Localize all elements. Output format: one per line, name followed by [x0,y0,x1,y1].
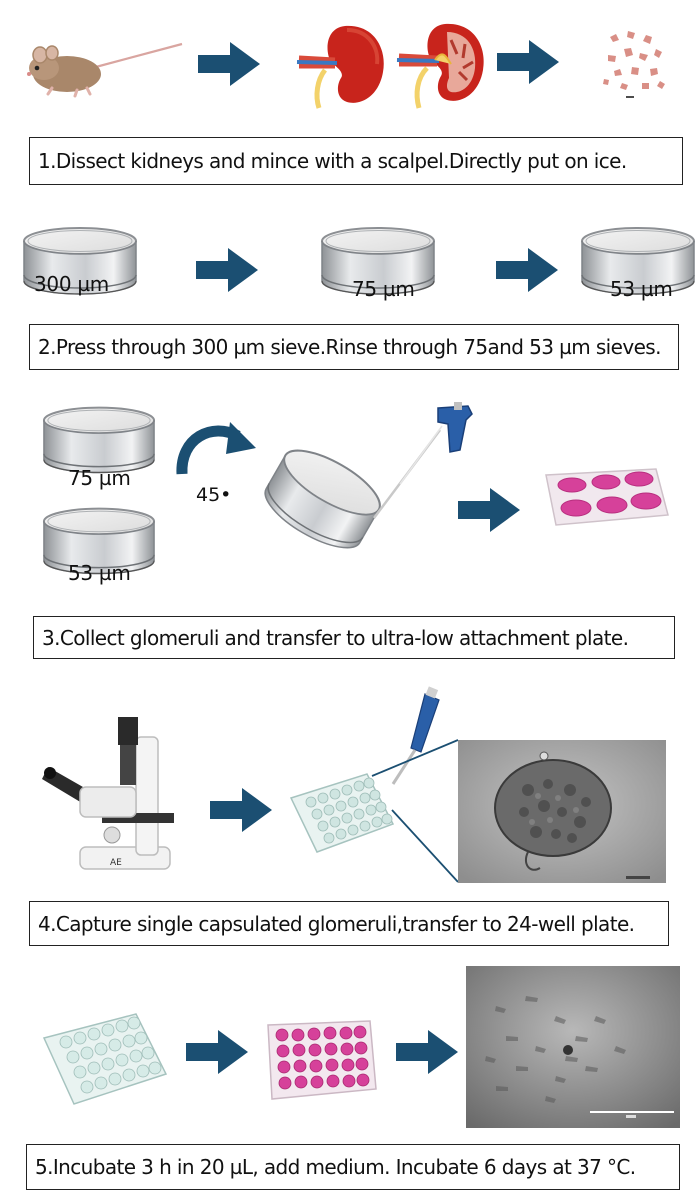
kidney-section-icon [396,23,484,109]
arrow-right-icon [186,1030,248,1074]
step-2-caption: 2.Press through 300 µm sieve.Rinse throu… [29,324,679,370]
microscope-icon: AE [42,717,174,870]
well-plate-24-icon [289,773,395,853]
step-4-caption: 4.Capture single capsulated glomeruli,tr… [29,901,669,946]
step-3-caption: 3.Collect glomeruli and transfer to ultr… [33,616,675,659]
sieve-label-300: 300 µm [34,272,109,296]
well-plate-24-empty-icon [42,1013,168,1105]
well-plate-24-medium-icon [267,1020,377,1100]
glomerulus-micrograph [458,740,666,883]
step-5-caption: 5.Incubate 3 h in 20 µL, add medium. Inc… [26,1144,680,1190]
minced-tissue-icon [603,31,665,98]
well-plate-icon [545,468,669,526]
sieve-label-75-collect: 75 µm [68,466,131,490]
sieve-label-75: 75 µm [352,277,415,301]
mouse-icon [27,42,183,98]
arrow-right-icon [396,1030,458,1074]
step-1-caption: 1.Dissect kidneys and mince with a scalp… [29,137,683,185]
sieve-label-53-collect: 53 µm [68,561,131,585]
sieve-label-53: 53 µm [610,277,673,301]
curved-arrow-icon [176,422,256,475]
tilt-angle-label: 45• [196,484,232,506]
outgrowth-micrograph [466,966,680,1128]
kidney-icon [296,25,384,109]
pipette-icon [373,402,473,519]
micropipette-icon [391,686,440,785]
svg-text:AE: AE [110,858,122,868]
